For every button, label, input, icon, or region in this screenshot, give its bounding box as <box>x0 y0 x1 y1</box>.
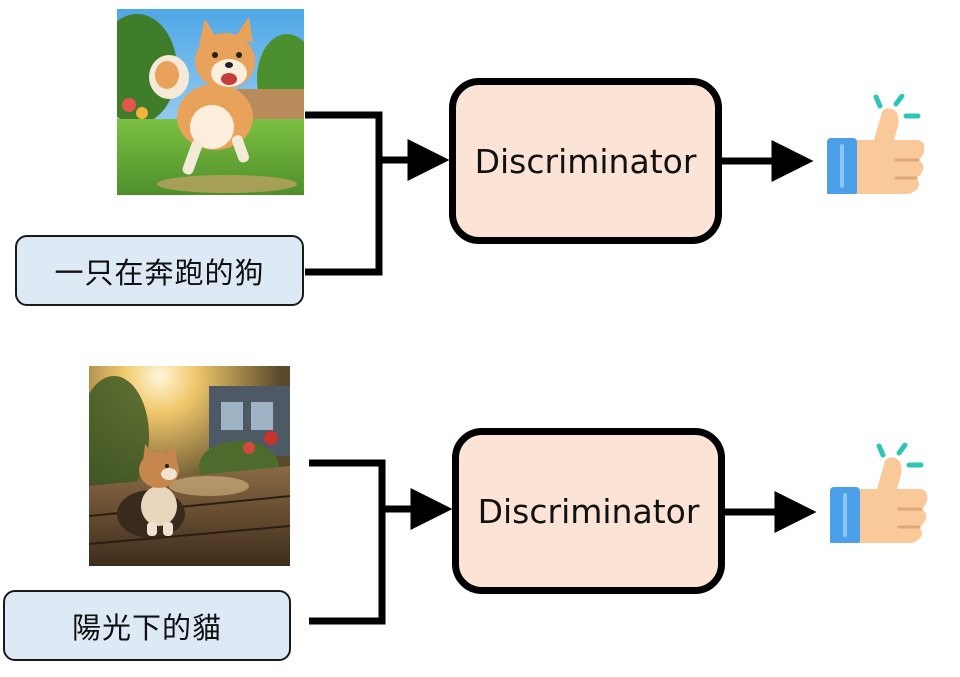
discriminator-box: Discriminator <box>449 78 722 244</box>
shiba-dog-photo <box>117 9 304 195</box>
caption-box-dog: 一只在奔跑的狗 <box>15 235 304 306</box>
caption-text: 陽光下的貓 <box>71 610 222 645</box>
caption-box-cat: 陽光下的貓 <box>3 590 291 661</box>
discriminator-label: Discriminator <box>477 491 700 531</box>
merge-connector-row1 <box>305 111 450 276</box>
cat-in-sunlight-photo <box>89 366 290 566</box>
thumbs-up-icon <box>825 443 935 543</box>
cat-image <box>89 366 290 566</box>
dog-image <box>117 9 304 195</box>
thumbs-up-icon <box>822 94 932 194</box>
merge-connector-row2 <box>309 459 453 625</box>
discriminator-box: Discriminator <box>452 428 725 594</box>
caption-text: 一只在奔跑的狗 <box>54 255 265 290</box>
discriminator-label: Discriminator <box>474 141 697 181</box>
